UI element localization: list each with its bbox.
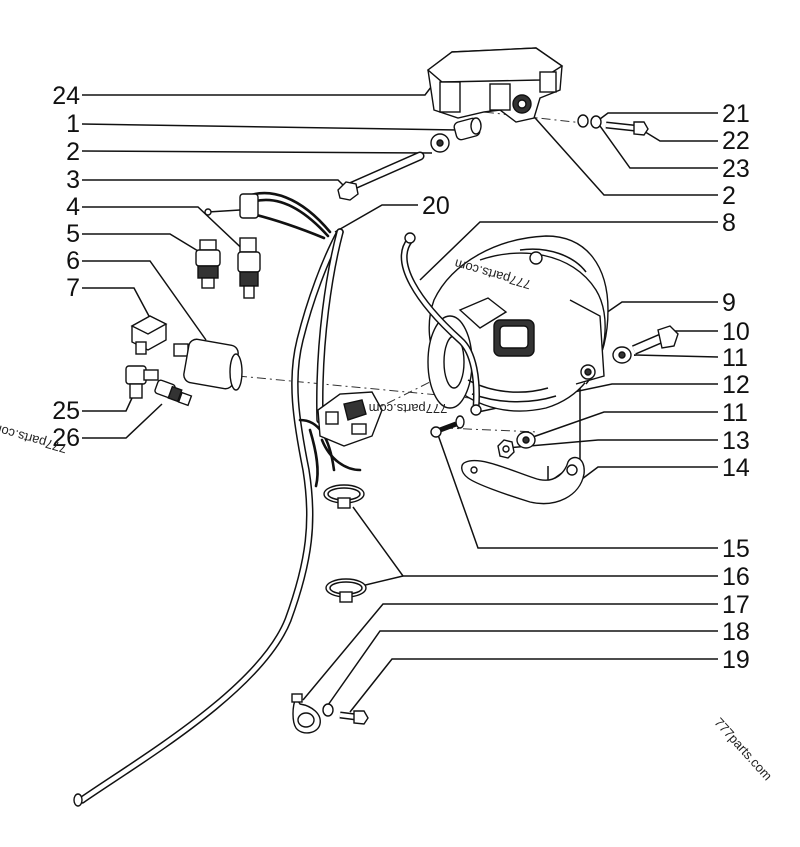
callout-2-right[interactable]: 2 <box>722 182 736 210</box>
washer-lower <box>516 431 536 449</box>
tee-fitting <box>125 365 159 399</box>
callout-labels: 24 1 2 3 4 5 6 7 25 26 20 21 22 23 2 8 9… <box>52 82 750 674</box>
leader-14 <box>577 466 718 483</box>
callout-5[interactable]: 5 <box>66 220 80 248</box>
leader-3 <box>82 179 347 189</box>
callout-7[interactable]: 7 <box>66 274 80 302</box>
leader-15 <box>436 431 718 549</box>
leader-5 <box>82 233 204 255</box>
callout-14[interactable]: 14 <box>722 454 750 482</box>
ground-strap <box>400 232 482 416</box>
callout-16[interactable]: 16 <box>722 563 750 591</box>
main-harness <box>73 228 362 807</box>
callout-11-upper[interactable]: 11 <box>722 344 748 372</box>
callout-6[interactable]: 6 <box>66 247 80 275</box>
hex-nut <box>497 439 515 459</box>
clip-bolt <box>339 710 369 725</box>
washer-right <box>612 346 632 364</box>
p-clip <box>291 693 321 734</box>
callout-11-lower[interactable]: 11 <box>722 399 748 427</box>
washer-clip <box>322 703 334 717</box>
leader-20 <box>334 204 418 233</box>
leader-9 <box>589 301 718 325</box>
callout-25[interactable]: 25 <box>52 397 80 425</box>
callout-4[interactable]: 4 <box>66 193 80 221</box>
leader-1 <box>81 123 459 131</box>
small-screw <box>430 415 465 438</box>
leader-25 <box>82 397 133 412</box>
watermark-middle: 777parts.com <box>369 401 448 416</box>
callout-8[interactable]: 8 <box>722 209 736 237</box>
callout-12[interactable]: 12 <box>722 371 750 399</box>
callout-1[interactable]: 1 <box>66 110 80 138</box>
callout-15[interactable]: 15 <box>722 535 750 563</box>
leader-21 <box>595 112 718 123</box>
pressure-sensor-5 <box>195 239 221 289</box>
mounting-bracket <box>426 47 564 123</box>
leader-11a <box>633 354 719 358</box>
leader-26 <box>82 403 163 439</box>
leader-4 <box>82 206 253 259</box>
hose-clamp-lower <box>325 578 367 603</box>
watermark-bottom-right: 777parts.com <box>711 715 775 784</box>
long-bolt <box>337 151 425 201</box>
elbow-fitting <box>154 379 193 407</box>
small-bolt-top <box>605 121 649 136</box>
leader-19 <box>349 658 718 713</box>
harness-connector <box>317 391 383 447</box>
washer-small <box>577 114 602 129</box>
callout-22[interactable]: 22 <box>722 127 750 155</box>
callout-13[interactable]: 13 <box>722 427 750 455</box>
axis-alternator <box>369 371 451 413</box>
sensor-harness <box>204 191 332 240</box>
leader-18 <box>327 630 718 706</box>
callout-23[interactable]: 23 <box>722 155 750 183</box>
block-fitting <box>130 315 168 355</box>
callout-2-left[interactable]: 2 <box>66 138 80 166</box>
alternator <box>427 235 609 412</box>
leader-2a <box>81 150 433 154</box>
pressure-sensor-4 <box>237 237 261 299</box>
callout-18[interactable]: 18 <box>722 618 750 646</box>
leader-22 <box>641 129 718 142</box>
leader-17 <box>302 603 718 701</box>
axis-adjust <box>443 427 539 433</box>
washer-left <box>430 133 450 153</box>
leader-2b <box>527 109 718 196</box>
cylinder-filter <box>173 338 243 391</box>
callout-21[interactable]: 21 <box>722 100 750 128</box>
axis-filter <box>237 375 471 399</box>
leader-11b <box>529 411 718 439</box>
callout-24[interactable]: 24 <box>52 82 80 110</box>
callout-17[interactable]: 17 <box>722 591 750 619</box>
leader-23 <box>599 125 718 169</box>
leader-16 <box>352 506 718 577</box>
callout-10[interactable]: 10 <box>722 318 750 346</box>
callout-26[interactable]: 26 <box>52 424 80 452</box>
leader-lines <box>81 77 719 713</box>
leader-7 <box>82 287 151 319</box>
callout-19[interactable]: 19 <box>722 646 750 674</box>
leader-6 <box>82 260 207 341</box>
callout-20[interactable]: 20 <box>422 192 450 220</box>
leader-13 <box>505 439 718 449</box>
leader-8 <box>419 221 718 281</box>
tension-bracket <box>461 456 585 505</box>
leader-24 <box>82 77 439 96</box>
spacer <box>453 117 482 141</box>
callout-3[interactable]: 3 <box>66 166 80 194</box>
callout-9[interactable]: 9 <box>722 289 736 317</box>
hose-clamp-upper <box>323 484 365 509</box>
alternator-bolt <box>632 325 679 355</box>
